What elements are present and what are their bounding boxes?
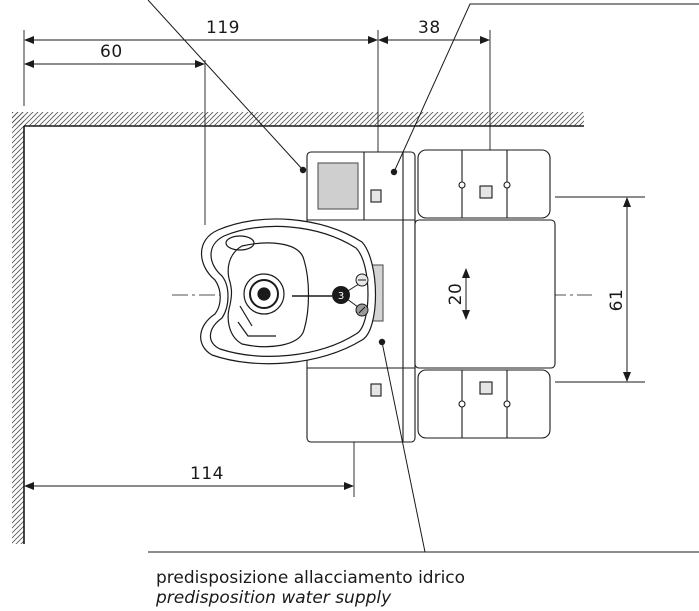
left-wall-hatch (12, 112, 24, 544)
wash-basin (200, 218, 376, 365)
top-wall-hatch (12, 112, 584, 126)
dimension-lines (24, 36, 631, 490)
basin-inner (209, 225, 369, 357)
leader-dot-top-right (390, 168, 398, 176)
gray-panel (317, 162, 359, 210)
leader-top-right (393, 3, 699, 173)
cabinet-handle-top (370, 189, 382, 203)
dim-114-label: 114 (190, 464, 224, 484)
connections: 3 (332, 273, 369, 317)
drain-center (257, 287, 271, 301)
dim-119-label: 119 (206, 18, 240, 38)
leaders (147, 0, 699, 553)
armrest-top (417, 149, 551, 219)
armrest-bottom-knob-1 (458, 400, 466, 408)
caption-english: predisposition water supply (156, 588, 392, 608)
pipe-lower (237, 305, 276, 337)
caption-italian: predisposizione allacciamento idrico (156, 568, 466, 588)
dim-20-label: 20 (446, 283, 466, 306)
dim-61-label: 61 (607, 289, 627, 312)
leader-dot-top-left (299, 166, 307, 174)
armrest-bottom (417, 369, 551, 439)
leader-dot-water-supply (378, 338, 386, 346)
armrest-top-knob-2 (503, 181, 511, 189)
connection-3-label: 3 (338, 291, 344, 302)
armrest-top-button (479, 185, 493, 199)
leader-top-left (147, 0, 304, 171)
drain-ring (249, 279, 279, 309)
chair-seat (414, 219, 556, 369)
basin-bowl (227, 242, 310, 348)
dim-60-label: 60 (100, 42, 123, 62)
basin-outer (200, 218, 376, 365)
armrest-top-knob-1 (458, 181, 466, 189)
armrest-bottom-button (479, 381, 493, 395)
connection-2-stroke (358, 306, 366, 314)
tap-top (225, 235, 255, 251)
dim-38-label: 38 (418, 18, 441, 38)
walls (12, 112, 584, 544)
cabinet-handle-bottom (370, 383, 382, 397)
chair (414, 149, 556, 439)
connection-3-marker (332, 286, 350, 304)
armrest-bottom-knob-2 (503, 400, 511, 408)
